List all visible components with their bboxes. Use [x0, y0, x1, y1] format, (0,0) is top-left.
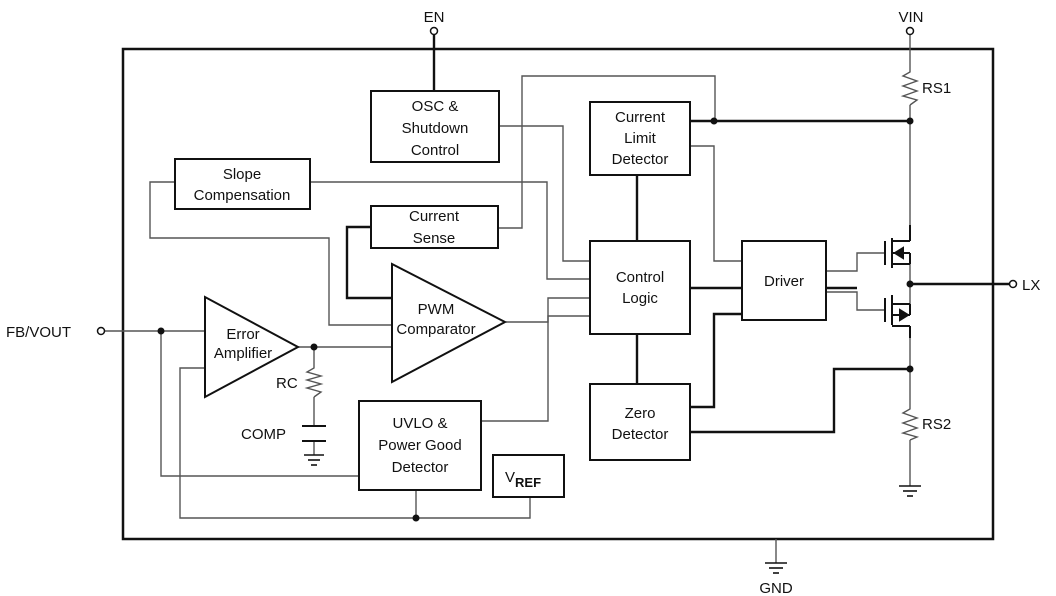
- ground-icon: [899, 485, 921, 497]
- rs2-resistor: [900, 404, 920, 441]
- vref-label-sub: REF: [515, 475, 541, 490]
- uvlo-label-line1: UVLO &: [392, 415, 447, 432]
- rc-label: RC: [276, 375, 298, 392]
- osc-label-line2: Shutdown: [402, 120, 469, 137]
- error-amp-label-line2: Amplifier: [214, 345, 272, 362]
- comp-capacitor: [302, 425, 326, 442]
- current-sense-label-line1: Current: [409, 208, 460, 225]
- current-sense-block: [370, 205, 499, 249]
- power-wires: [635, 119, 910, 434]
- signal-wires: [104, 34, 1010, 563]
- slope-compensation-block: [174, 158, 311, 210]
- current-limit-label-line3: Detector: [612, 151, 669, 168]
- uvlo-power-good-block: [358, 400, 482, 491]
- vref-block: [492, 454, 565, 498]
- ground-icon: [765, 562, 787, 574]
- zero-detector-block: [589, 383, 691, 461]
- zero-detector-label-line2: Detector: [612, 426, 669, 443]
- uvlo-label-line2: Power Good: [378, 437, 461, 454]
- osc-shutdown-block: [370, 90, 500, 163]
- pwm-label-line1: PWM: [418, 301, 455, 318]
- current-limit-label-line1: Current: [615, 109, 666, 126]
- driver-label: Driver: [764, 273, 804, 290]
- current-sense-label-line2: Sense: [413, 230, 456, 247]
- rs1-label: RS1: [922, 80, 951, 97]
- pwm-label-line2: Comparator: [396, 321, 475, 338]
- zero-detector-label-line1: Zero: [625, 405, 656, 422]
- lx-pin-label: LX: [1022, 277, 1040, 294]
- high-side-mosfet-icon: [884, 225, 911, 268]
- gnd-pin-label: GND: [759, 580, 793, 596]
- rc-resistor: [304, 364, 324, 398]
- slope-comp-label-line2: Compensation: [194, 187, 291, 204]
- pwm-comparator: [391, 262, 508, 384]
- comp-label: COMP: [241, 426, 286, 443]
- control-logic-block: [589, 240, 691, 335]
- control-logic-label-line1: Control: [616, 269, 664, 286]
- vin-pin-label: VIN: [898, 9, 923, 26]
- control-logic-label-line2: Logic: [622, 290, 658, 307]
- error-amp-label-line1: Error: [226, 326, 259, 343]
- rs2-label: RS2: [922, 416, 951, 433]
- osc-label-line1: OSC &: [412, 98, 459, 115]
- osc-label-line3: Control: [411, 142, 459, 159]
- pin-terminals: [96, 26, 1018, 336]
- driver-block: [741, 240, 827, 321]
- slope-comp-label-line1: Slope: [223, 166, 261, 183]
- ic-outline: [121, 47, 995, 541]
- vref-label: VREF: [505, 469, 541, 490]
- fb-vout-pin-label: FB/VOUT: [6, 324, 71, 341]
- uvlo-label-line3: Detector: [392, 459, 449, 476]
- low-side-mosfet-icon: [884, 295, 911, 338]
- error-amplifier: [204, 295, 301, 399]
- rs1-resistor: [900, 67, 920, 106]
- en-pin-label: EN: [424, 9, 445, 26]
- vref-label-main: V: [505, 469, 515, 486]
- current-limit-block: [589, 101, 691, 176]
- current-limit-label-line2: Limit: [624, 130, 657, 147]
- junction-dots: [157, 117, 914, 522]
- ground-icon: [304, 454, 324, 466]
